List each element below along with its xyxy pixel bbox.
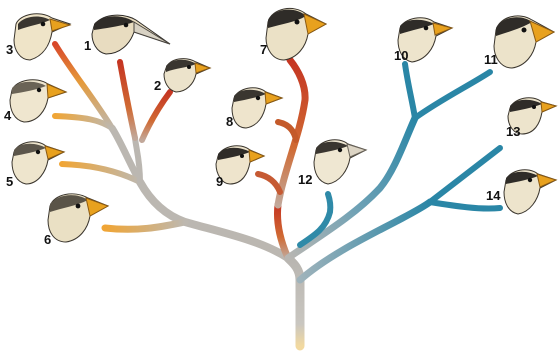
finch-head-11 — [490, 12, 556, 70]
label-6: 6 — [44, 232, 51, 247]
label-13: 13 — [506, 124, 520, 139]
finch-head-8 — [228, 84, 284, 130]
branch-12 — [300, 194, 330, 245]
label-12: 12 — [298, 172, 312, 187]
branch-6 — [105, 222, 185, 229]
label-9: 9 — [216, 174, 223, 189]
label-10: 10 — [394, 48, 408, 63]
label-2: 2 — [154, 78, 161, 93]
branch-1 — [120, 62, 135, 138]
label-14: 14 — [486, 188, 500, 203]
label-8: 8 — [226, 114, 233, 129]
branch-2 — [142, 92, 170, 140]
finch-head-6 — [44, 190, 110, 244]
label-4: 4 — [4, 108, 11, 123]
label-1: 1 — [84, 38, 91, 53]
finch-head-4 — [6, 76, 68, 124]
finch-head-1 — [88, 10, 172, 56]
left-limb-branch — [140, 182, 288, 258]
finch-head-7 — [262, 4, 328, 62]
finch-head-3 — [10, 10, 72, 62]
branch-11 — [415, 72, 490, 118]
branch-10 — [405, 64, 415, 118]
label-7: 7 — [260, 42, 267, 57]
finch-head-14 — [500, 166, 558, 216]
label-11: 11 — [484, 52, 498, 67]
finch-head-2 — [162, 54, 212, 94]
finch-head-5 — [8, 138, 66, 186]
lower-right-limb-branch — [300, 202, 430, 280]
label-3: 3 — [6, 42, 13, 57]
finch-head-12 — [310, 136, 368, 186]
trunk-branch — [288, 258, 300, 346]
label-5: 5 — [6, 174, 13, 189]
